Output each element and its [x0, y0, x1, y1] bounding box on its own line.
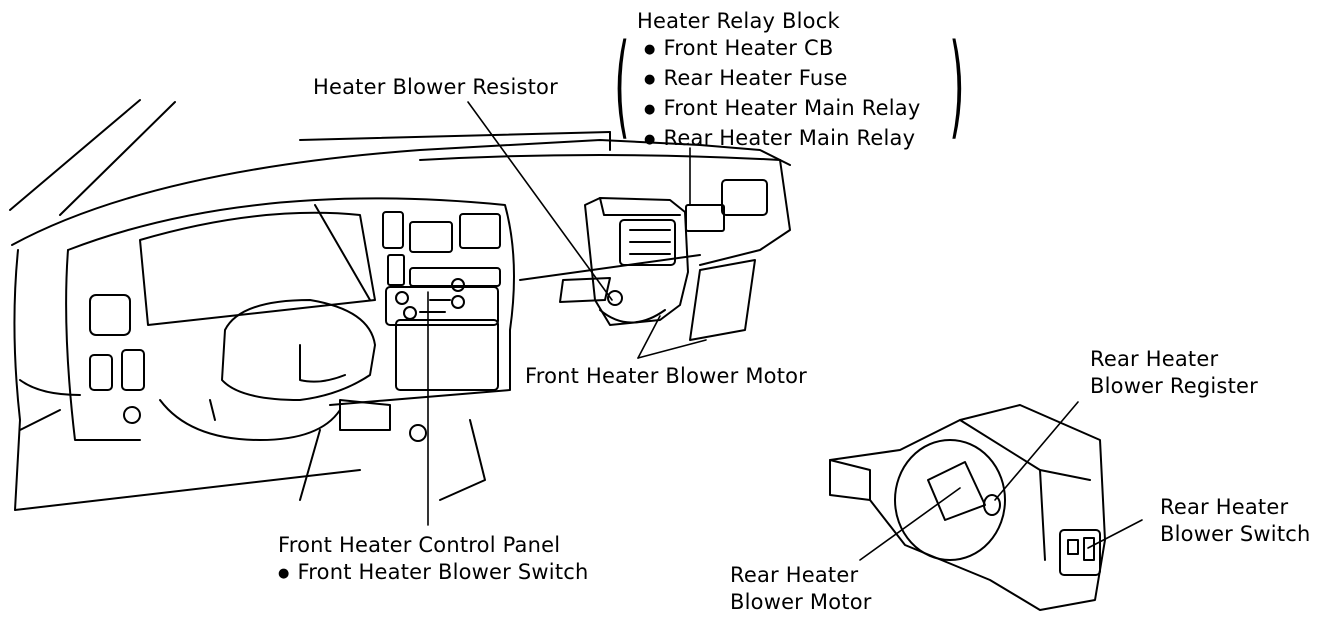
- switch-line-2: Blower Switch: [1160, 522, 1311, 546]
- switch-line-1: Rear Heater: [1160, 495, 1289, 519]
- relay-item-front-heater-main-relay: Front Heater Main Relay: [644, 95, 921, 125]
- relay-item-rear-heater-fuse: Rear Heater Fuse: [644, 65, 921, 95]
- rear-console: [829, 404, 1106, 611]
- motor-line-1: Rear Heater: [730, 563, 859, 587]
- front-blower-housing: [559, 179, 768, 341]
- windshield-pillar: [9, 99, 176, 216]
- control-panel-title: Front Heater Control Panel: [278, 533, 561, 557]
- front-heater-control-panel-label: Front Heater Control Panel Front Heater …: [278, 532, 589, 589]
- center-stack: [299, 211, 501, 501]
- dashboard-outline: [11, 131, 791, 511]
- rear-heater-blower-register-label: Rear Heater Blower Register: [1090, 346, 1258, 400]
- leader-lines: [427, 101, 1143, 561]
- front-heater-blower-motor-label: Front Heater Blower Motor: [525, 364, 808, 388]
- rear-heater-blower-motor-label: Rear Heater Blower Motor: [730, 562, 872, 616]
- relay-item-front-heater-cb: Front Heater CB: [644, 35, 921, 65]
- motor-line-2: Blower Motor: [730, 590, 872, 614]
- rear-heater-blower-switch-label: Rear Heater Blower Switch: [1160, 494, 1311, 548]
- steering-column: [123, 299, 376, 441]
- register-line-2: Blower Register: [1090, 374, 1258, 398]
- relay-item-rear-heater-main-relay: Rear Heater Main Relay: [644, 125, 921, 155]
- left-parenthesis: (: [614, 21, 630, 151]
- relay-block-list: Front Heater CB Rear Heater Fuse Front H…: [644, 35, 921, 155]
- register-line-1: Rear Heater: [1090, 347, 1219, 371]
- relay-block-title: Heater Relay Block: [637, 9, 840, 33]
- instrument-cluster: [65, 197, 515, 441]
- heater-blower-resistor-label: Heater Blower Resistor: [313, 75, 558, 99]
- front-heater-blower-switch-item: Front Heater Blower Switch: [278, 559, 589, 589]
- right-parenthesis: ): [949, 21, 965, 151]
